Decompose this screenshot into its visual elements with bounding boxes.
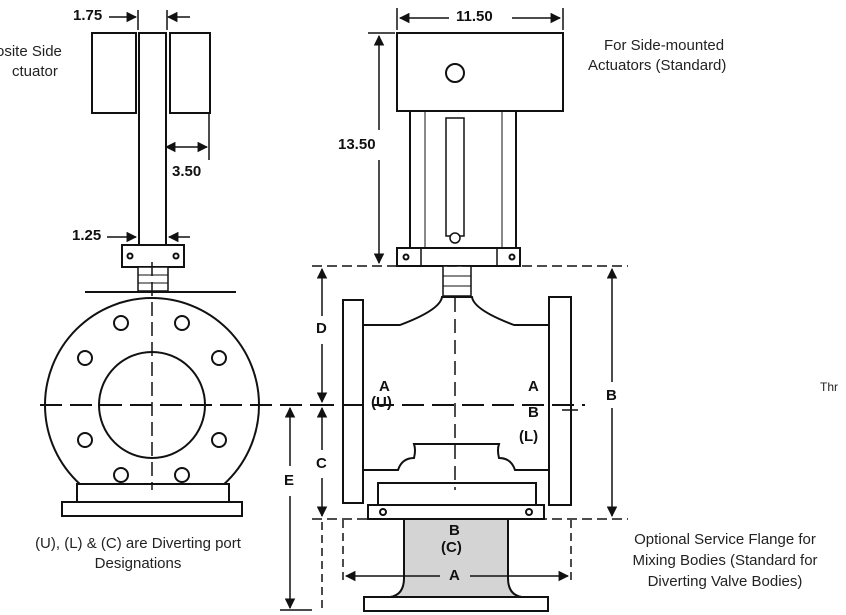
dim-E: E bbox=[284, 472, 295, 489]
dim-13-50: 13.50 bbox=[338, 136, 376, 153]
note-diverting-line1: (U), (L) & (C) are Diverting port bbox=[35, 535, 241, 552]
note-service-flange-line1: Optional Service Flange for bbox=[634, 531, 816, 548]
actuator-shaft bbox=[138, 32, 167, 246]
side-actuator-right-box bbox=[169, 32, 211, 114]
body-bottom-neck bbox=[377, 482, 537, 506]
dim-1-75: 1.75 bbox=[73, 7, 103, 24]
actuator-indicator bbox=[445, 63, 465, 83]
bolt-holes bbox=[77, 315, 227, 483]
port-b-bottom: B bbox=[449, 522, 460, 539]
dim-A: A bbox=[449, 567, 460, 584]
note-side-mounted-line2: Actuators (Standard) bbox=[588, 57, 727, 74]
left-base-top bbox=[76, 483, 230, 503]
right-dimensions bbox=[280, 8, 628, 612]
actuator-base-plate bbox=[396, 247, 521, 267]
port-b-right: B bbox=[528, 404, 539, 421]
note-service-flange-line2: Mixing Bodies (Standard for bbox=[632, 552, 818, 569]
port-u: (U) bbox=[371, 394, 392, 411]
port-a-right: A bbox=[528, 378, 539, 395]
note-side-actuator-line2: ctuator bbox=[12, 63, 58, 80]
dim-B: B bbox=[606, 387, 617, 404]
note-diverting-line2: Designations bbox=[94, 555, 182, 572]
side-actuator-left-box bbox=[91, 32, 137, 114]
actuator-top-box bbox=[396, 32, 564, 112]
port-a-left: A bbox=[379, 378, 390, 395]
note-service-flange-line3: Diverting Valve Bodies) bbox=[647, 573, 803, 590]
port-c: (C) bbox=[441, 539, 462, 556]
dim-11-50: 11.50 bbox=[456, 8, 493, 25]
left-dimensions bbox=[107, 10, 210, 243]
dim-D: D bbox=[316, 320, 327, 337]
valve-body bbox=[362, 296, 550, 471]
service-flange-base bbox=[363, 596, 549, 612]
dim-C: C bbox=[316, 455, 327, 472]
left-base-plate bbox=[61, 501, 243, 517]
port-l: (L) bbox=[519, 428, 539, 445]
note-side-mounted-line1: For Side-mounted bbox=[604, 37, 725, 54]
right-side-flange bbox=[548, 296, 572, 506]
note-side-actuator-line1: osite Side bbox=[0, 43, 62, 60]
right-view bbox=[312, 32, 585, 612]
dim-3-50: 3.50 bbox=[172, 163, 202, 180]
left-side-flange bbox=[342, 299, 364, 504]
service-flange-plate bbox=[367, 504, 545, 520]
dim-1-25: 1.25 bbox=[72, 227, 102, 244]
left-view bbox=[40, 32, 312, 517]
note-cut-off: Thr bbox=[820, 380, 838, 394]
